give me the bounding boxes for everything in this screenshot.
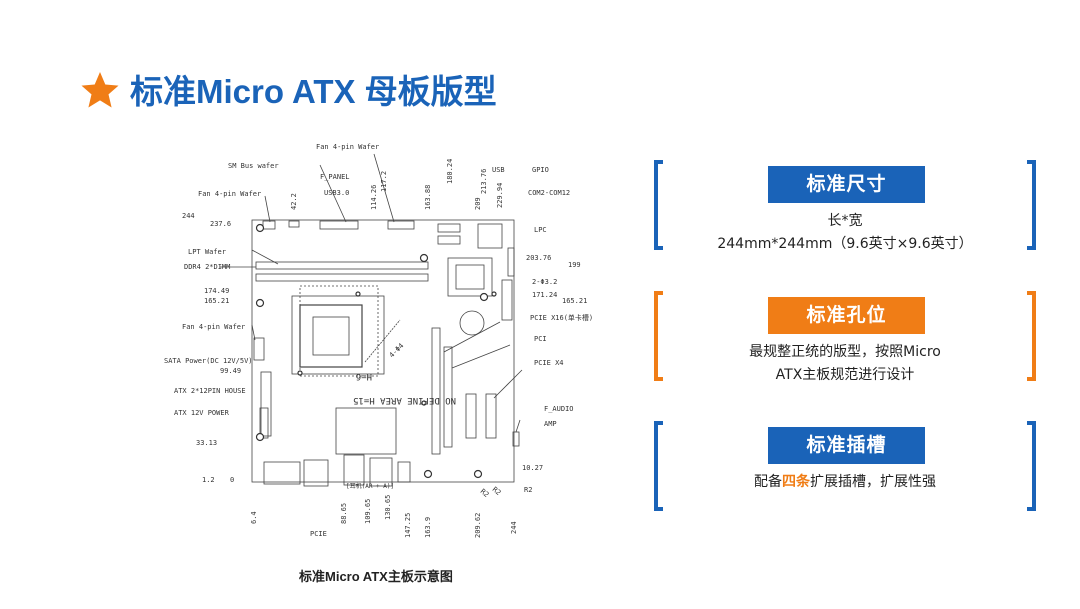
- label-usb: USB: [492, 166, 505, 174]
- dim-top: 209: [474, 197, 482, 210]
- dim-top: 229.94: [496, 183, 504, 208]
- label-dim-r1: R2: [479, 487, 491, 499]
- label-gpio: GPIO: [532, 166, 549, 174]
- label-amp: AMP: [544, 420, 557, 428]
- bracket-right: [1027, 291, 1036, 381]
- dim-left: 33.13: [196, 439, 217, 447]
- label-pcie-x4: PCIE X4: [534, 359, 564, 367]
- dim-top: 180.24: [446, 159, 454, 184]
- dim-left: 174.49: [204, 287, 229, 295]
- dim-top: 213.76: [480, 169, 488, 194]
- feature-title: 标准孔位: [768, 297, 925, 334]
- dim-bottom: 130.65: [384, 495, 392, 520]
- dim-top: 117.2: [380, 171, 388, 192]
- label-pcie-x16: PCIE X16(单卡槽): [530, 313, 593, 322]
- label-fan-mid: Fan 4-pin Wafer: [182, 323, 245, 331]
- label-lpt: LPT Wafer: [188, 248, 226, 256]
- feature-desc-line: 最规整正统的版型，按照Micro: [749, 344, 941, 360]
- dim-left: 165.21: [204, 297, 229, 305]
- label-usb30: USB3.0: [324, 189, 349, 197]
- feature-desc: 长*宽 244mm*244mm（9.6英寸×9.6英寸）: [668, 210, 1022, 256]
- dim-left: 99.49: [220, 367, 241, 375]
- label-pcie-bottom: PCIE: [310, 530, 327, 538]
- dim-left: 1.2: [202, 476, 215, 484]
- label-fan-left: Fan 4-pin Wafer: [198, 190, 261, 198]
- feature-desc-post: 扩展插槽，扩展性强: [810, 474, 936, 490]
- bracket-right: [1027, 160, 1036, 250]
- label-faudio: F_AUDIO: [544, 405, 574, 413]
- dim-right: 10.27: [522, 464, 543, 472]
- feature-standard-size: 标准尺寸 长*宽 244mm*244mm（9.6英寸×9.6英寸）: [654, 160, 1036, 252]
- feature-desc-line: ATX主板规范进行设计: [775, 367, 915, 383]
- page-title: 标准Micro ATX 母板版型: [130, 73, 497, 110]
- dim-bottom: 244: [510, 521, 518, 534]
- feature-standard-holes: 标准孔位 最规整正统的版型，按照Micro ATX主板规范进行设计: [654, 291, 1036, 383]
- label-dim-2-32: 2-Φ3.2: [532, 278, 557, 286]
- label-pci: PCI: [534, 335, 547, 343]
- label-lpc: LPC: [534, 226, 547, 234]
- dim-bottom: 209.62: [474, 513, 482, 538]
- label-h6: H=6: [356, 371, 372, 381]
- feature-title: 标准尺寸: [768, 166, 925, 203]
- dim-bottom: 163.9: [424, 517, 432, 538]
- label-fan-top: Fan 4-pin Wafer: [316, 143, 379, 151]
- dim-right: 199: [568, 261, 581, 269]
- dim-top: 42.2: [290, 193, 298, 210]
- dim-bottom: 109.65: [364, 499, 372, 524]
- diagram-caption: 标准Micro ATX主板示意图: [299, 569, 453, 584]
- label-f-panel: F_PANEL: [320, 173, 350, 181]
- label-dim-r3: R2: [524, 486, 532, 494]
- feature-desc-highlight: 四条: [782, 474, 810, 490]
- label-audio-jack: [耳机(AR + A)]: [346, 482, 394, 490]
- feature-standard-slots: 标准插槽 配备四条扩展插槽，扩展性强: [654, 421, 1036, 511]
- feature-desc-pre: 配备: [754, 474, 782, 490]
- board-outline: [251, 219, 515, 483]
- label-dim-4-104: 4-Φ4: [388, 342, 406, 360]
- label-ddr4: DDR4 2*DIMM: [184, 263, 230, 271]
- bracket-left: [654, 291, 663, 381]
- star-icon: [81, 72, 119, 108]
- dim-top: 114.26: [370, 185, 378, 210]
- dim-right: 203.76: [526, 254, 551, 262]
- label-atx24: ATX 2*12PIN HOUSE: [174, 387, 246, 395]
- motherboard-drawing: Fan 4-pin Wafer SM Bus wafer F_PANEL USB…: [164, 143, 593, 538]
- dim-top: 163.88: [424, 185, 432, 210]
- bracket-left: [654, 160, 663, 250]
- motherboard-diagram: Fan 4-pin Wafer SM Bus wafer F_PANEL USB…: [160, 140, 600, 550]
- dim-bottom: 6.4: [250, 511, 258, 524]
- bracket-left: [654, 421, 663, 511]
- label-no-define: NO DEFINE AREA H=15: [353, 395, 456, 405]
- feature-desc: 最规整正统的版型，按照Micro ATX主板规范进行设计: [668, 341, 1022, 387]
- label-com: COM2-COM12: [528, 189, 570, 197]
- label-sm-bus: SM Bus wafer: [228, 162, 279, 170]
- dim-right: 171.24: [532, 291, 557, 299]
- feature-desc-line: 长*宽: [827, 213, 863, 229]
- feature-title: 标准插槽: [768, 427, 925, 464]
- dim-bottom: 88.65: [340, 503, 348, 524]
- label-sata: SATA Power(DC 12V/5V): [164, 357, 253, 365]
- dim-left: 0: [230, 476, 234, 484]
- label-atx12: ATX 12V POWER: [174, 409, 230, 417]
- dim-bottom: 147.25: [404, 513, 412, 538]
- feature-desc-line: 244mm*244mm（9.6英寸×9.6英寸）: [717, 236, 973, 252]
- feature-desc: 配备四条扩展插槽，扩展性强: [668, 471, 1022, 494]
- dim-left: 244: [182, 212, 195, 220]
- dim-left: 237.6: [210, 220, 231, 228]
- label-dim-r2: R2: [491, 485, 503, 497]
- bracket-right: [1027, 421, 1036, 511]
- dim-right: 165.21: [562, 297, 587, 305]
